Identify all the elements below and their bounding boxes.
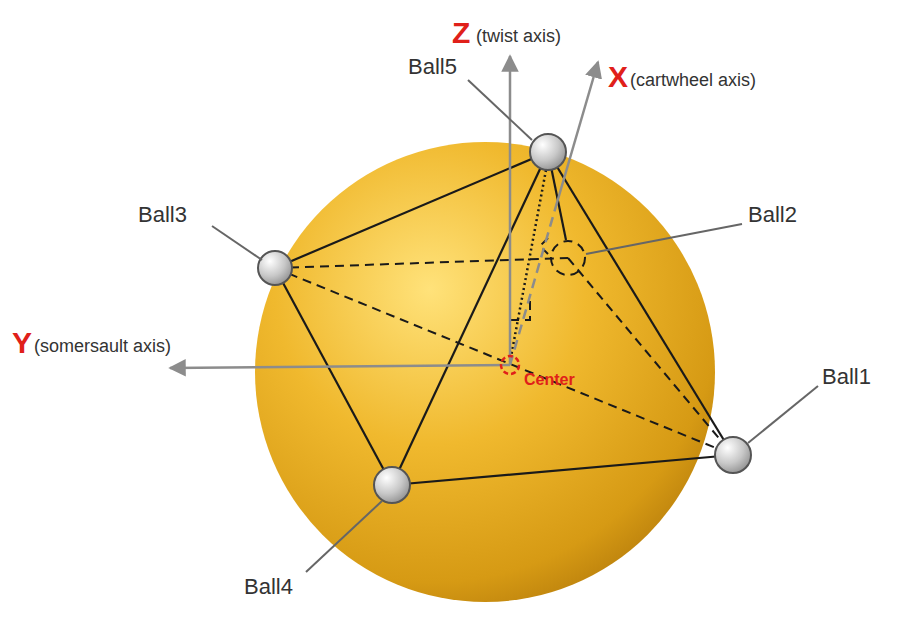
center-label: Center bbox=[524, 372, 575, 388]
polyhedron-hidden-edges bbox=[275, 238, 733, 455]
ball-markers bbox=[258, 134, 751, 503]
axis-letter: X bbox=[608, 62, 628, 92]
leader-lines bbox=[212, 80, 818, 572]
ball-label: Ball5 bbox=[408, 56, 457, 78]
ball bbox=[715, 437, 751, 473]
edge-line bbox=[275, 152, 548, 268]
axis-name: (twist axis) bbox=[476, 27, 561, 45]
leader-line bbox=[468, 80, 532, 140]
sphere bbox=[255, 142, 715, 602]
polyhedron-solid-edges bbox=[275, 152, 733, 485]
z-axis bbox=[509, 56, 512, 365]
leader-line bbox=[748, 386, 818, 443]
ball-label: Ball4 bbox=[244, 576, 293, 598]
leader-line bbox=[306, 501, 382, 572]
center-dotted-line bbox=[510, 170, 546, 362]
axis-letter: Z bbox=[452, 18, 470, 48]
axis-letter: Y bbox=[12, 328, 32, 358]
edge-line bbox=[548, 152, 733, 455]
leader-line bbox=[586, 224, 742, 254]
ball-label: Ball1 bbox=[822, 366, 871, 388]
ball bbox=[530, 134, 566, 170]
edge-line bbox=[275, 268, 392, 485]
edge-line bbox=[392, 455, 733, 485]
ball bbox=[374, 467, 410, 503]
hidden-ball bbox=[551, 241, 585, 275]
hidden-edge bbox=[568, 258, 733, 455]
leader-line bbox=[212, 226, 262, 260]
ball-label: Ball2 bbox=[748, 204, 797, 226]
ball-label: Ball3 bbox=[138, 204, 187, 226]
y-axis bbox=[170, 365, 510, 368]
axis-name: (cartwheel axis) bbox=[630, 71, 756, 89]
center-marker bbox=[501, 356, 519, 374]
hidden-edge bbox=[275, 268, 733, 455]
x-axis bbox=[556, 62, 598, 206]
axis-name: (somersault axis) bbox=[34, 337, 171, 355]
hidden-edge bbox=[275, 258, 568, 268]
axes bbox=[170, 56, 598, 368]
x-axis-hidden bbox=[510, 206, 556, 365]
ball bbox=[258, 251, 292, 285]
